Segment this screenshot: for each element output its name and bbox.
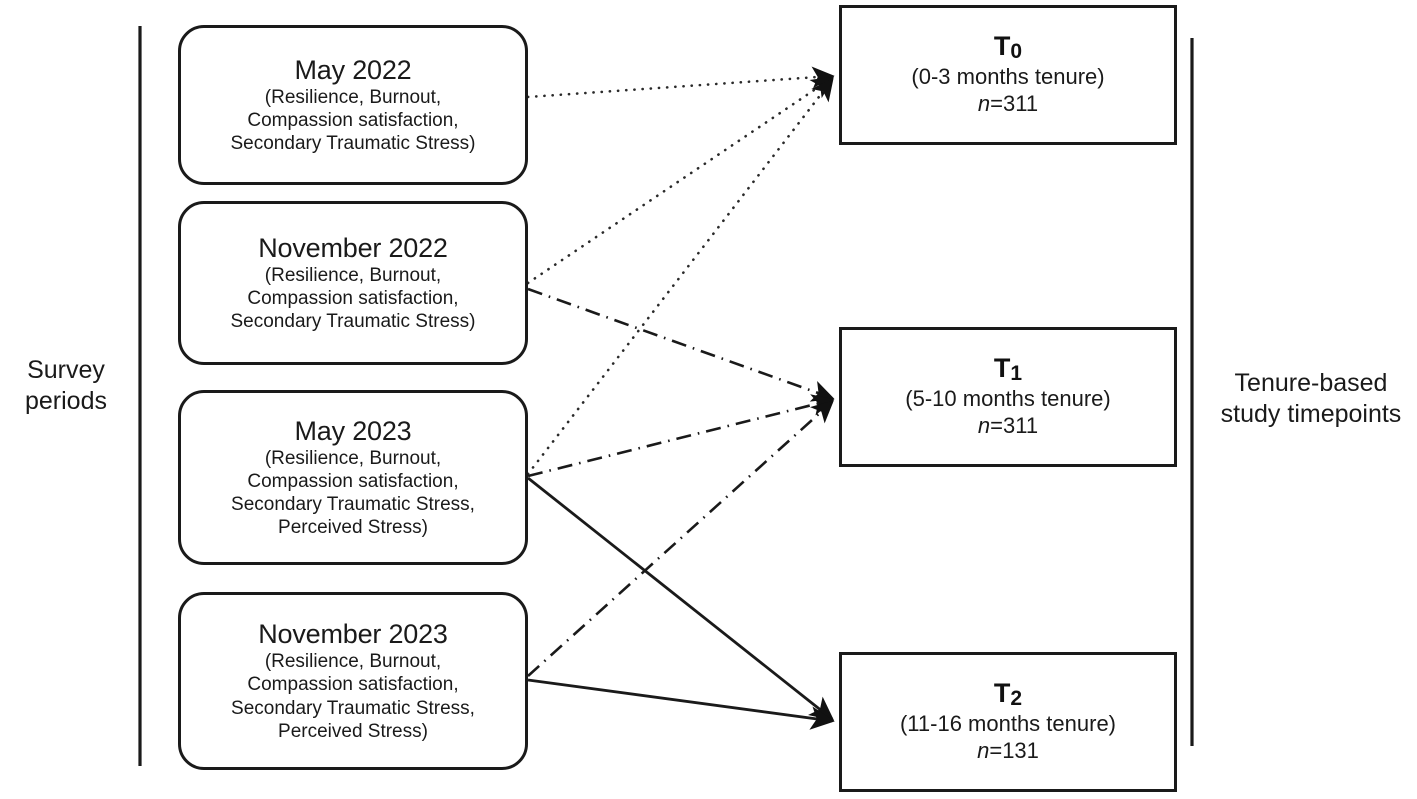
survey-period-title: November 2023 (258, 619, 448, 650)
timepoint-title: T1 (993, 353, 1023, 386)
survey-period-box-november-2022[interactable]: November 2022 (Resilience, Burnout, Comp… (178, 201, 528, 365)
survey-period-box-november-2023[interactable]: November 2023 (Resilience, Burnout, Comp… (178, 592, 528, 770)
connector-may-2023-to-t2 (527, 476, 835, 721)
timepoint-tenure: (11-16 months tenure) (899, 710, 1117, 736)
n-symbol: n (977, 91, 991, 117)
connector-november-2023-to-t1 (527, 400, 834, 677)
timepoint-subscript: 0 (1010, 40, 1023, 64)
timepoint-title: T2 (993, 678, 1023, 711)
n-value: =311 (990, 413, 1039, 439)
survey-period-title: May 2022 (294, 54, 412, 85)
timepoint-box-t1[interactable]: T1 (5-10 months tenure) n=311 (839, 327, 1177, 467)
survey-period-box-may-2023[interactable]: May 2023 (Resilience, Burnout, Compassio… (178, 390, 528, 565)
connector-may-2022-to-t0 (526, 66, 835, 99)
timepoint-box-t0[interactable]: T0 (0-3 months tenure) n=311 (839, 5, 1177, 145)
survey-period-measures: (Resilience, Burnout, Compassion satisfa… (231, 447, 475, 539)
n-symbol: n (977, 738, 990, 764)
timepoint-box-t2[interactable]: T2 (11-16 months tenure) n=131 (839, 652, 1177, 792)
timepoint-label: T (993, 678, 1011, 709)
timepoint-sample-size: n=131 (977, 737, 1039, 765)
n-symbol: n (977, 413, 991, 439)
connector-november-2023-to-t2 (527, 678, 835, 730)
left-axis-label: Survey periods (25, 356, 107, 415)
survey-period-measures: (Resilience, Burnout, Compassion satisfa… (230, 264, 476, 333)
connector-november-2022-to-t1 (527, 287, 835, 402)
timepoint-tenure: (0-3 months tenure) (911, 63, 1105, 89)
connector-may-2023-to-t1 (527, 394, 835, 478)
timepoint-title: T0 (993, 31, 1023, 64)
survey-period-measures: (Resilience, Burnout, Compassion satisfa… (231, 651, 475, 742)
n-value: =311 (990, 91, 1039, 117)
timepoint-tenure: (5-10 months tenure) (905, 385, 1111, 411)
survey-period-title: May 2023 (294, 415, 412, 446)
timepoint-sample-size: n=311 (978, 90, 1038, 118)
connector-may-2023-to-t0 (526, 77, 834, 476)
survey-period-measures: (Resilience, Burnout, Compassion satisfa… (230, 86, 476, 155)
connector-november-2022-to-t0 (526, 76, 835, 285)
timepoint-subscript: 2 (1010, 687, 1023, 711)
n-value: =131 (989, 738, 1039, 764)
timepoint-label: T (993, 31, 1011, 62)
survey-period-title: November 2022 (258, 232, 448, 263)
right-axis-label: Tenure-based study timepoints (1220, 369, 1402, 428)
survey-period-box-may-2022[interactable]: May 2022 (Resilience, Burnout, Compassio… (178, 25, 528, 185)
timepoint-sample-size: n=311 (978, 412, 1038, 440)
timepoint-subscript: 1 (1010, 362, 1023, 386)
timepoint-label: T (993, 353, 1011, 384)
